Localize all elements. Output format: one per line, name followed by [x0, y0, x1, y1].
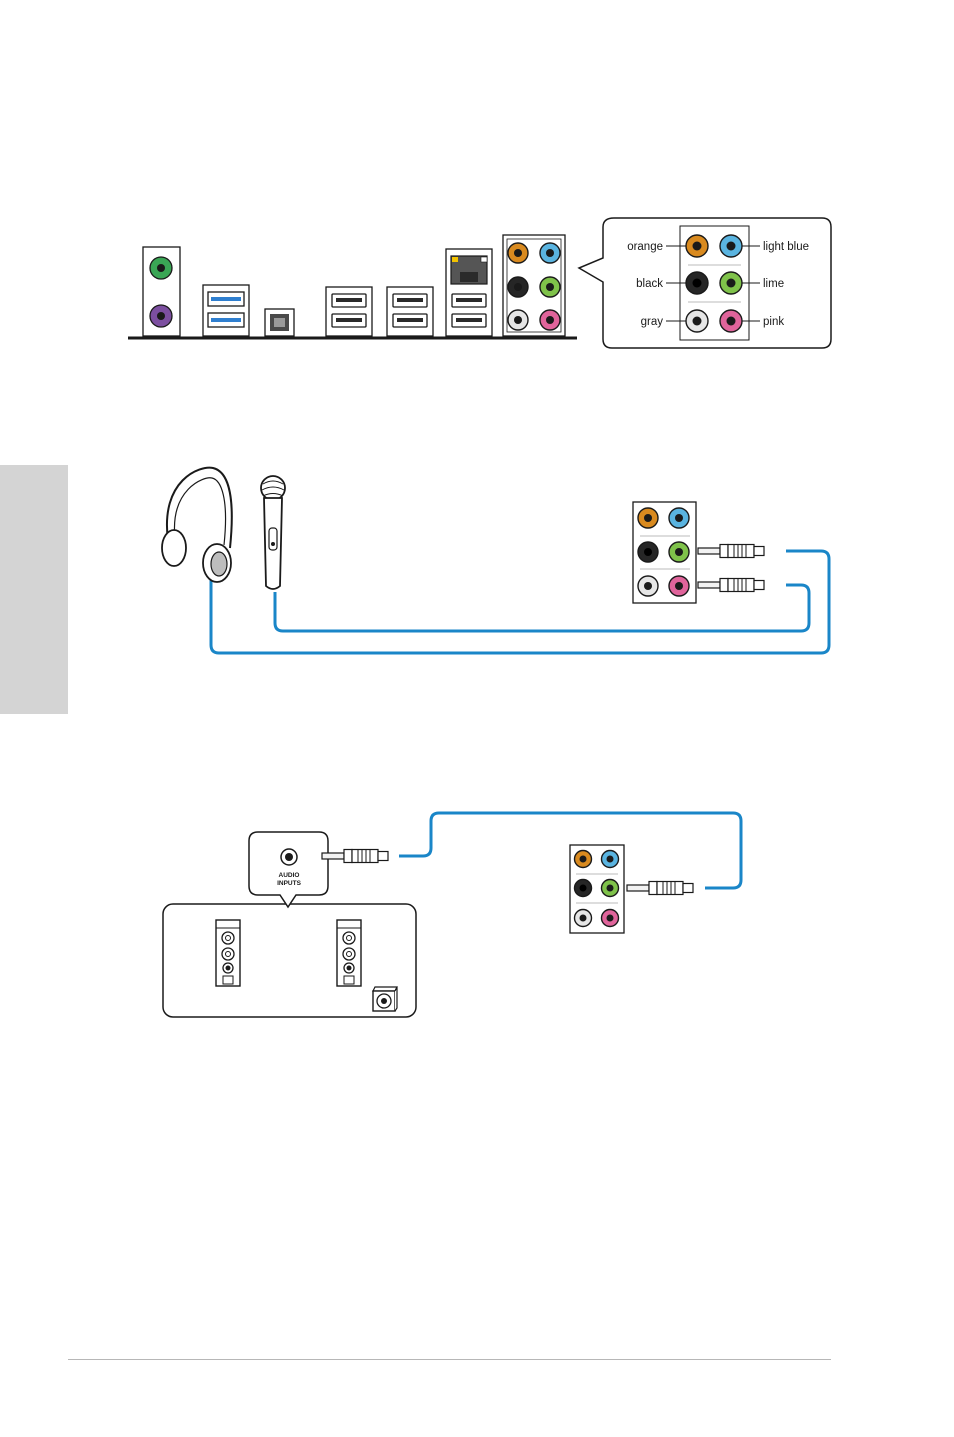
usb2-port[interactable]: [452, 314, 486, 327]
speaker-connection: AUDIO INPUTS: [163, 813, 741, 1017]
speaker-icon: [337, 920, 361, 986]
optical-spdif-port[interactable]: [265, 309, 294, 336]
audio-jack-panel: [503, 235, 565, 336]
microphone-icon: [261, 476, 285, 589]
microphone-plug[interactable]: [698, 579, 764, 592]
headphones-icon: [162, 468, 232, 582]
usb2-port[interactable]: [452, 294, 486, 307]
usb2-port-group: [326, 287, 372, 336]
usb2-port[interactable]: [332, 314, 366, 327]
headphone-mic-connection: [162, 468, 829, 653]
speaker-input-plug[interactable]: [322, 850, 388, 863]
ps2-port-group: [143, 247, 180, 336]
usb3-port-group: [203, 285, 249, 336]
usb2-port-group: [387, 287, 433, 336]
audio-jack-panel: [633, 502, 696, 603]
usb2-port[interactable]: [393, 294, 427, 307]
audio-jack-legend-callout: orange light blue black lime gray pink: [579, 218, 831, 348]
footer-rule: [68, 1359, 831, 1360]
speaker-output-plug[interactable]: [627, 882, 693, 895]
usb2-port[interactable]: [332, 294, 366, 307]
lan-usb-port-group: [446, 249, 492, 336]
legend-label-black: black: [636, 278, 663, 290]
audio-inputs-label-line1: AUDIO: [279, 872, 300, 879]
legend-label-orange: orange: [627, 241, 663, 253]
subwoofer-icon: [373, 987, 397, 1011]
headphone-plug[interactable]: [698, 545, 764, 558]
legend-label-lime: lime: [763, 278, 784, 290]
audio-inputs-label-line2: INPUTS: [277, 880, 302, 887]
headphone-cable: [211, 551, 829, 653]
audio-inputs-callout: [249, 832, 328, 907]
legend-label-gray: gray: [641, 316, 664, 328]
audio-jack-panel: [570, 845, 624, 933]
legend-label-pink: pink: [763, 316, 784, 328]
legend-label-light-blue: light blue: [763, 241, 809, 253]
rear-io-panel: [128, 235, 577, 338]
speaker-icon: [216, 920, 240, 986]
usb2-port[interactable]: [393, 314, 427, 327]
